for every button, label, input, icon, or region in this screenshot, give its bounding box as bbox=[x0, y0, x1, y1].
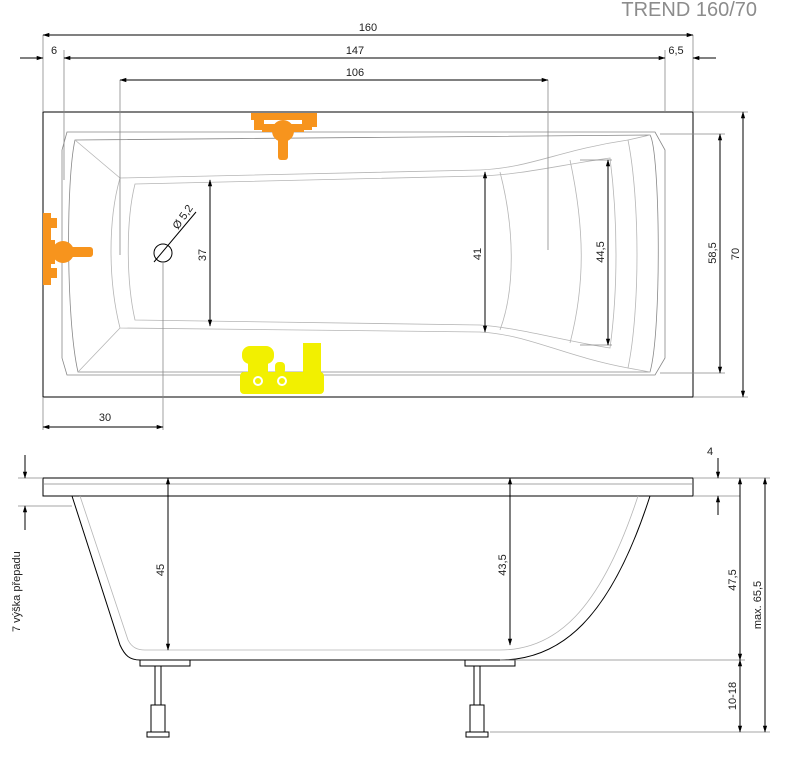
dim-height-max: max. 65,5 bbox=[752, 581, 764, 629]
side-view: 45 43,5 4 47,5 10-18 max. 65,5 7 výška p… bbox=[11, 446, 770, 738]
leg-left bbox=[139, 659, 191, 738]
tub-floor bbox=[110, 139, 638, 369]
dim-bottom-length: 106 bbox=[346, 67, 364, 79]
tub-body-inner bbox=[79, 495, 639, 651]
dim-right-rim: 6,5 bbox=[668, 45, 683, 57]
dim-drain-offset: 30 bbox=[99, 412, 111, 424]
faucet-top-icon bbox=[251, 113, 317, 160]
dim-total-length: 160 bbox=[359, 22, 377, 34]
dim-inner-length: 147 bbox=[346, 45, 364, 57]
dim-leg-height: 10-18 bbox=[727, 682, 739, 710]
top-view: 160 6 147 6,5 106 Ø 5,2 30 37 41 44,5 bbox=[20, 22, 748, 430]
leg-right bbox=[464, 659, 516, 738]
dim-left-rim: 6 bbox=[51, 45, 57, 57]
dim-foot-width: 41 bbox=[472, 248, 484, 260]
dim-foot-end-width: 44,5 bbox=[595, 241, 607, 262]
tub-basin bbox=[68, 134, 659, 373]
dim-total-width: 70 bbox=[730, 248, 742, 260]
dim-head-end-width: 37 bbox=[197, 249, 209, 261]
dim-rim-thickness: 4 bbox=[707, 446, 713, 458]
waste-overflow-icon bbox=[240, 343, 324, 394]
overflow-height-label: 7 výška přepadu bbox=[11, 551, 23, 632]
tub-backrest-line-2 bbox=[569, 159, 582, 344]
tub-backrest-line bbox=[499, 171, 512, 331]
faucet-left-icon bbox=[43, 213, 93, 285]
dim-depth-foot: 43,5 bbox=[497, 554, 509, 575]
dim-inner-width: 58,5 bbox=[707, 242, 719, 263]
tub-rim-inner bbox=[61, 131, 666, 376]
tub-rim-side bbox=[42, 477, 694, 497]
dim-depth-head: 45 bbox=[155, 564, 167, 576]
drawing-title: TREND 160/70 bbox=[621, 0, 757, 21]
tub-floor-inner bbox=[127, 157, 617, 349]
dim-height-body: 47,5 bbox=[727, 569, 739, 590]
tub-head-slope bbox=[74, 134, 651, 373]
tub-body-side bbox=[71, 495, 651, 661]
